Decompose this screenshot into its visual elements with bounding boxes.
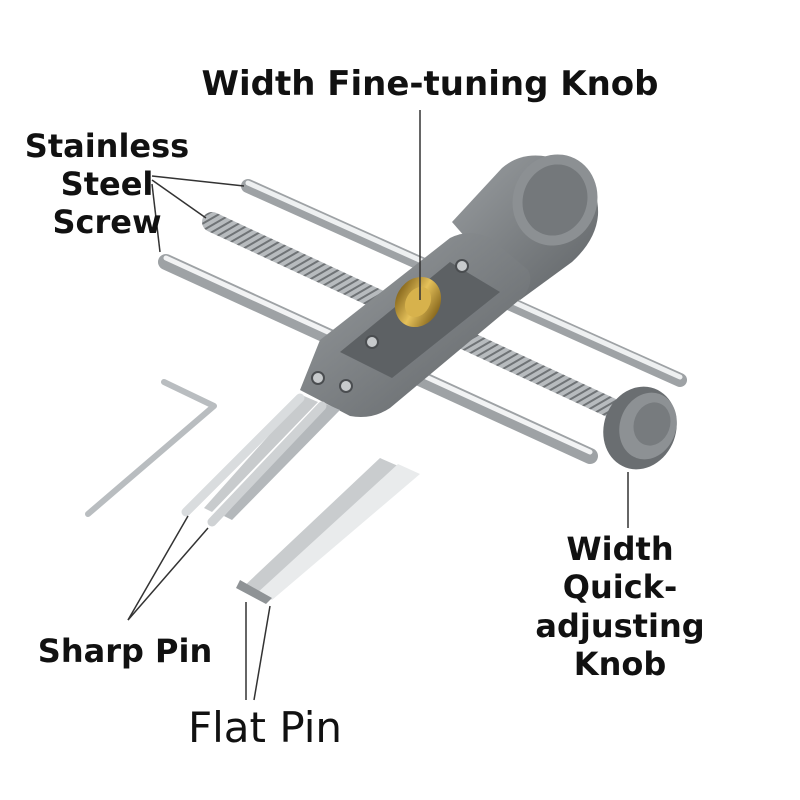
label-line: Steel xyxy=(60,164,154,203)
label-sharp-pin: Sharp Pin xyxy=(37,632,213,670)
label-width-fine-tuning-knob: Width Fine-tuning Knob xyxy=(201,64,659,104)
label-line: Screw xyxy=(52,202,162,241)
width-quick-adjusting-knob xyxy=(603,386,677,470)
label-line: Width xyxy=(566,530,674,568)
sharp-pins-installed xyxy=(181,393,340,527)
label-line: Quick- xyxy=(562,568,678,607)
label-line: adjusting xyxy=(535,606,705,645)
label-width-quick-adjusting-knob: Width Quick- adjusting Knob xyxy=(520,530,720,684)
label-flat-pin: Flat Pin xyxy=(187,703,343,752)
label-line: Stainless xyxy=(24,127,190,165)
label-line: Knob xyxy=(573,645,667,684)
callout-lines xyxy=(127,110,629,701)
label-stainless-steel-screw: Stainless Steel Screw xyxy=(22,127,192,241)
hex-key xyxy=(85,379,217,517)
width-fine-tuning-knob xyxy=(394,276,442,328)
flat-pins-loose xyxy=(236,458,420,604)
